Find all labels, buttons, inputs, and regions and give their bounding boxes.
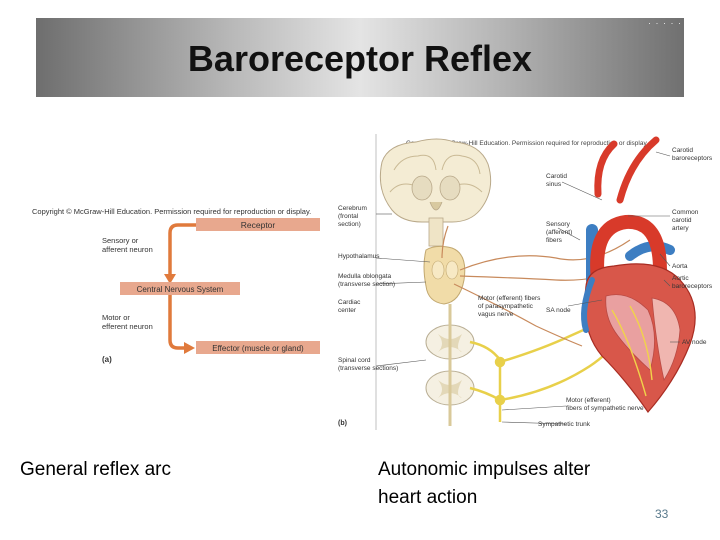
- caption-autonomic-line2: heart action: [378, 487, 478, 508]
- slide-title: Baroreceptor Reflex: [187, 38, 533, 79]
- copyright-b: Copyright © McGraw-Hill Education. Permi…: [406, 139, 648, 147]
- label-cardiac-1: Cardiac: [338, 299, 361, 306]
- medulla-illustration: [423, 245, 466, 305]
- decor-sparkle: · · · · ·: [648, 18, 682, 28]
- motor-label-2: efferent neuron: [102, 322, 153, 331]
- label-carotid-sinus-1: Carotid: [546, 173, 567, 180]
- label-cerebrum-1: Cerebrum: [338, 205, 367, 212]
- heart-illustration: [581, 136, 696, 413]
- label-motor-para-3: vagus nerve: [478, 311, 514, 318]
- label-hypothalamus: Hypothalamus: [338, 253, 380, 260]
- label-aortic-baro-2: baroreceptors: [672, 283, 713, 290]
- label-symp-trunk: Sympathetic trunk: [538, 421, 591, 428]
- copyright-a: Copyright © McGraw-Hill Education. Permi…: [32, 207, 311, 216]
- label-common-carotid-3: artery: [672, 225, 689, 232]
- effector-box: [196, 341, 320, 354]
- arc-arrow-down-1: [164, 274, 176, 284]
- arc-arrow-right: [184, 342, 195, 354]
- page-number: 33: [655, 507, 669, 521]
- label-spinal-1: Spinal cord: [338, 357, 371, 364]
- brain-illustration: [379, 138, 492, 247]
- label-motor-symp-2: fibers of sympathetic nerve: [566, 405, 644, 412]
- label-av-node: AV node: [682, 339, 707, 346]
- label-carotid-sinus-2: sinus: [546, 181, 562, 188]
- label-sa-node: SA node: [546, 307, 571, 314]
- receptor-label: Receptor: [241, 220, 276, 230]
- baroreceptor-anatomy-diagram: Copyright © McGraw-Hill Education. Permi…: [338, 134, 713, 430]
- label-cerebrum-3: section): [338, 221, 361, 228]
- label-medulla-2: (transverse section): [338, 281, 395, 288]
- label-motor-para-1: Motor (efferent) fibers: [478, 295, 541, 302]
- label-sensory-fibers-2: (afferent): [546, 229, 572, 236]
- sensory-label-1: Sensory or: [102, 236, 139, 245]
- label-cardiac-2: center: [338, 307, 357, 314]
- motor-label-1: Motor or: [102, 313, 130, 322]
- label-motor-symp-1: Motor (efferent): [566, 397, 611, 404]
- arc-motor-line: [168, 294, 186, 350]
- receptor-box: [196, 218, 320, 231]
- label-aorta: Aorta: [672, 263, 688, 270]
- cns-label: Central Nervous System: [137, 285, 224, 294]
- panel-label-b: (b): [338, 420, 347, 427]
- label-aortic-baro-1: Aortic: [672, 275, 689, 282]
- panel-label-a: (a): [102, 355, 112, 364]
- label-carotid-baro-2: baroreceptors: [672, 155, 713, 162]
- label-common-carotid-2: carotid: [672, 217, 692, 224]
- cns-box: [120, 282, 240, 295]
- label-sensory-fibers-1: Sensory: [546, 221, 571, 228]
- label-common-carotid-1: Common: [672, 209, 699, 216]
- spinal-cord-illustration: [425, 304, 475, 426]
- caption-autonomic-line1: Autonomic impulses alter: [378, 459, 591, 480]
- leader-lines: [375, 151, 680, 425]
- label-sensory-fibers-3: fibers: [546, 237, 563, 244]
- arc-sensory-line: [168, 223, 196, 276]
- reflex-arc-diagram: Copyright © McGraw-Hill Education. Permi…: [32, 207, 320, 364]
- label-motor-para-2: of parasympathetic: [478, 303, 534, 310]
- label-medulla-1: Medulla oblongata: [338, 273, 392, 280]
- label-spinal-2: (transverse sections): [338, 365, 398, 372]
- effector-label: Effector (muscle or gland): [212, 344, 304, 353]
- caption-general-reflex: General reflex arc: [20, 459, 172, 480]
- sensory-label-2: afferent neuron: [102, 245, 153, 254]
- title-bar: Baroreceptor Reflex · · · · ·: [36, 18, 684, 97]
- label-carotid-baro-1: Carotid: [672, 147, 693, 154]
- label-cerebrum-2: (frontal: [338, 213, 359, 220]
